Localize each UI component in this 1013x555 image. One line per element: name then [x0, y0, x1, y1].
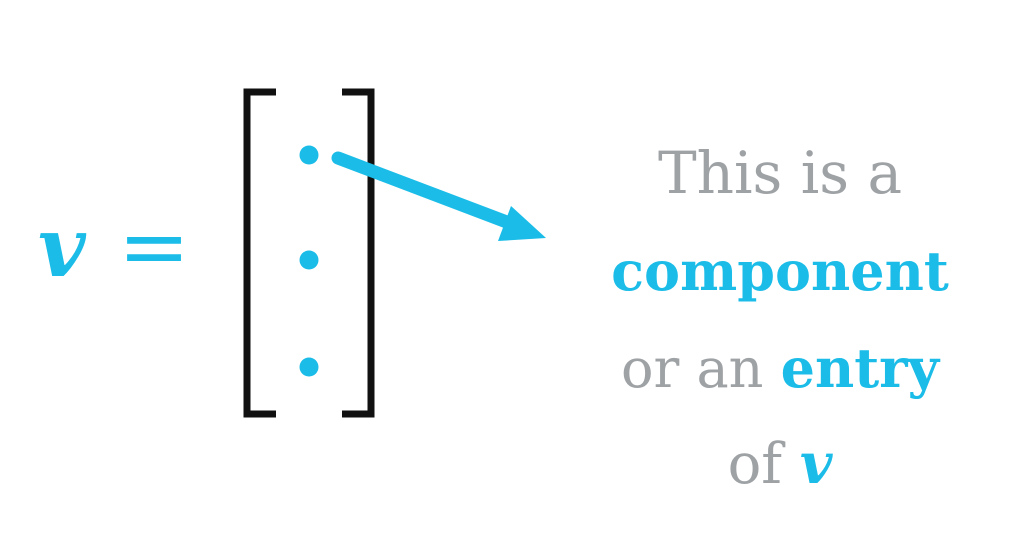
caption-line-3-plain: or an [621, 337, 763, 400]
right-bracket [342, 88, 375, 418]
vector-entry-dot-3 [299, 357, 319, 377]
caption-line-4-plain: of [728, 432, 787, 497]
caption-line-3: or an entry [621, 336, 941, 400]
arrow-head [498, 206, 546, 241]
caption-line-3-entry: entry [781, 336, 941, 400]
vector-entry-dot-1 [299, 145, 319, 165]
pointer-arrow [331, 151, 546, 241]
vector-entry-dot-2 [299, 250, 319, 270]
vector-variable-v: v [38, 200, 87, 296]
caption-line-4: of v [728, 431, 834, 497]
left-bracket [243, 88, 276, 418]
caption-line-1: This is a [658, 139, 902, 207]
caption-line-2-component: component [611, 239, 949, 303]
caption-line-4-variable-v: v [800, 431, 834, 497]
equals-sign: = [118, 197, 190, 297]
